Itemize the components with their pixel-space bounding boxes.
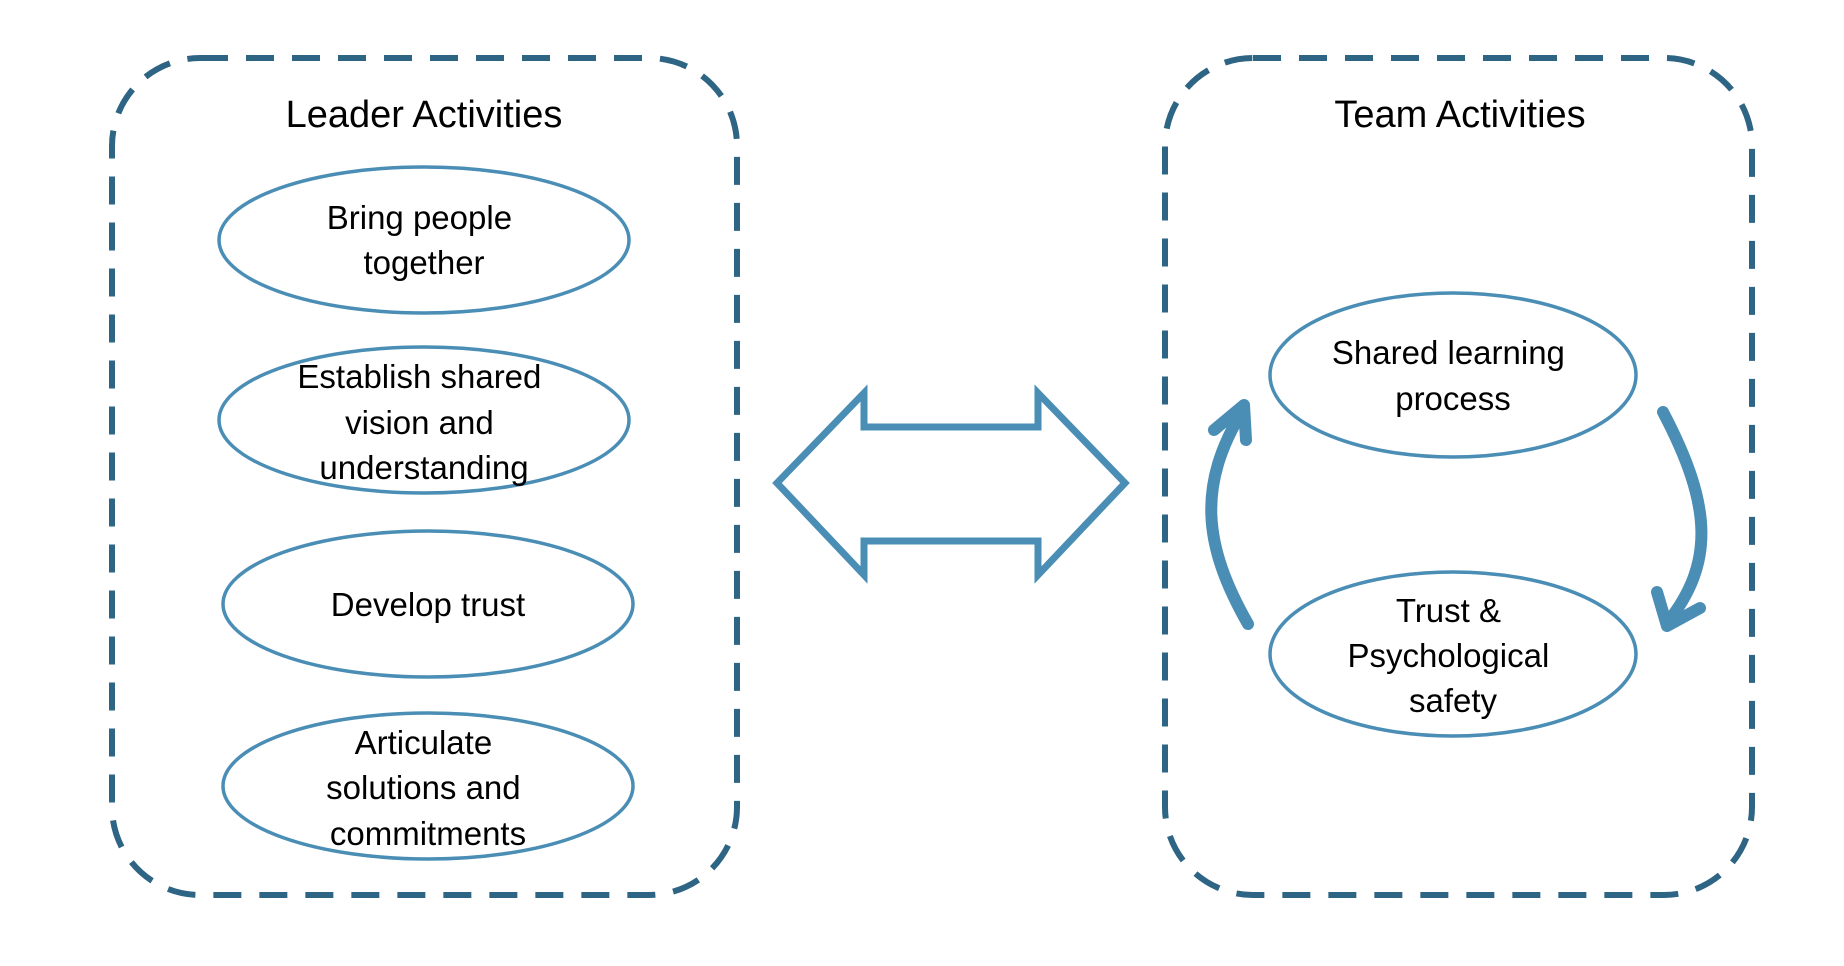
double-headed-arrow-icon xyxy=(772,384,1130,584)
team-node-2-line-2: Psychological xyxy=(1348,637,1550,674)
leader-node-2-line-1: Establish shared xyxy=(297,358,541,395)
leader-activities-frame xyxy=(109,55,740,898)
leader-node-4-line-2: solutions and xyxy=(326,769,520,806)
team-node-2-line-1: Trust & xyxy=(1396,592,1501,629)
team-activities-frame xyxy=(1162,55,1755,898)
team-node-1-line-1: Shared learning xyxy=(1332,334,1565,371)
curved-arrow-up-icon xyxy=(1205,399,1254,630)
leader-node-develop-trust: Develop trust xyxy=(221,529,635,679)
leader-node-3-label: Develop trust xyxy=(331,586,525,623)
leader-node-1-label: Bring people together xyxy=(327,199,521,281)
leader-node-1-line-1: Bring people xyxy=(327,199,512,236)
leader-node-4-line-1: Articulate xyxy=(355,724,493,761)
leader-node-1-line-2: together xyxy=(363,244,484,281)
leader-node-3-line-1: Develop trust xyxy=(331,586,525,623)
leader-node-2-shape xyxy=(217,345,631,495)
team-node-2-line-3: safety xyxy=(1409,682,1498,719)
leader-node-1-shape xyxy=(217,165,631,315)
team-activities-title: Team Activities xyxy=(1334,94,1585,136)
leader-node-2-label: Establish shared vision and understandin… xyxy=(297,358,550,486)
leader-node-4-shape xyxy=(221,711,635,861)
team-node-1-shape xyxy=(1268,291,1638,459)
leader-node-4-label: Articulate solutions and commitments xyxy=(326,724,530,852)
team-node-1-label: Shared learning process xyxy=(1332,334,1574,417)
team-activities-group: Team Activities Shared learning process … xyxy=(1162,55,1755,898)
leader-node-establish-shared-vision: Establish shared vision and understandin… xyxy=(217,345,631,495)
leader-node-articulate-solutions: Articulate solutions and commitments xyxy=(221,711,635,861)
team-node-1-line-2: process xyxy=(1395,380,1511,417)
team-node-2-shape xyxy=(1268,570,1638,738)
leader-node-2-line-3: understanding xyxy=(319,449,528,486)
leader-node-3-shape xyxy=(221,529,635,679)
leader-activities-title: Leader Activities xyxy=(286,94,563,136)
curved-arrow-down-icon xyxy=(1651,406,1708,632)
leader-node-bring-people-together: Bring people together xyxy=(217,165,631,315)
team-node-trust-psychological-safety: Trust & Psychological safety xyxy=(1268,570,1638,738)
team-node-shared-learning: Shared learning process xyxy=(1268,291,1638,459)
leader-activities-group: Leader Activities Bring people together … xyxy=(109,55,740,898)
leader-node-4-line-3: commitments xyxy=(330,815,526,852)
leader-node-2-line-2: vision and xyxy=(345,404,494,441)
team-node-2-label: Trust & Psychological safety xyxy=(1348,592,1559,719)
